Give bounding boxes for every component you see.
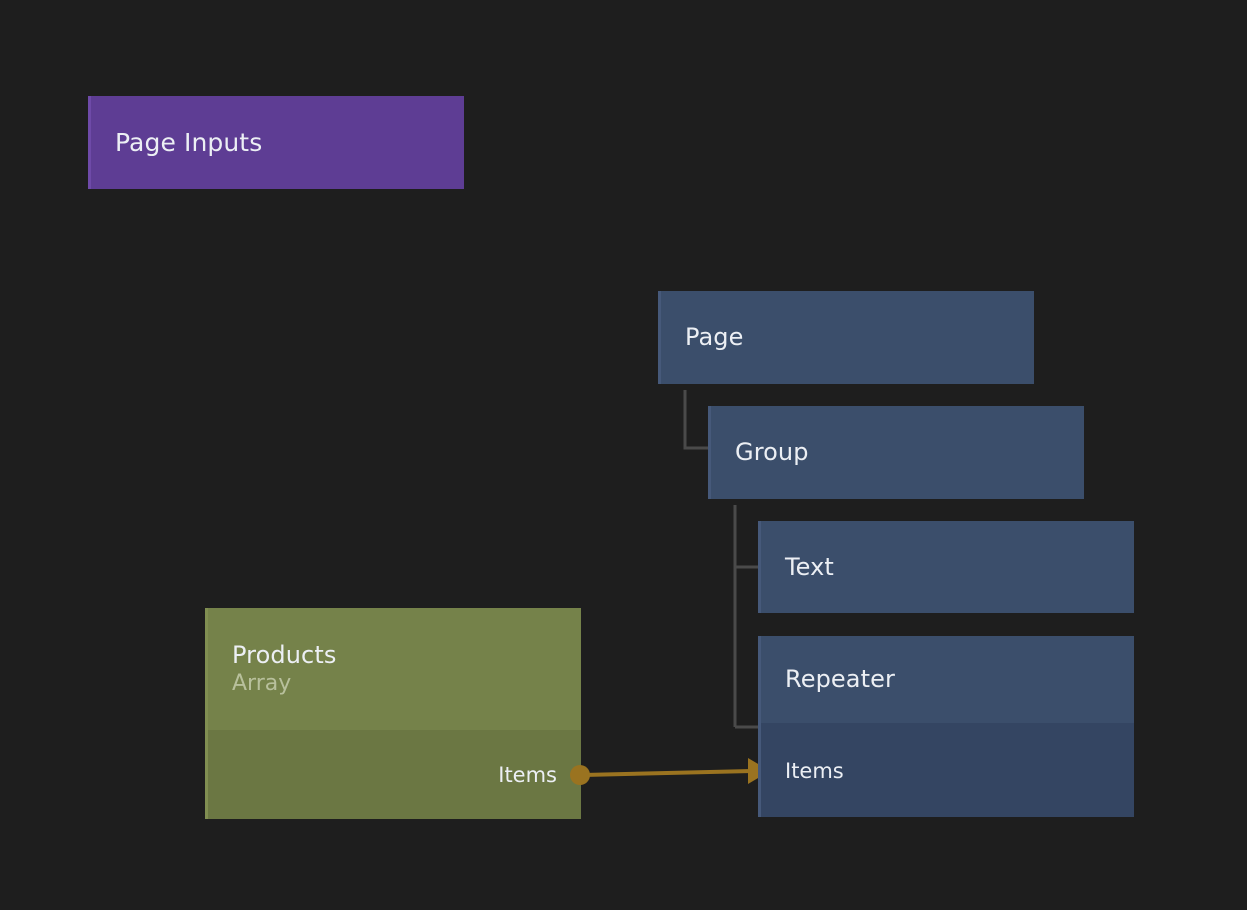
node-group-header: Group [711, 406, 1084, 499]
node-page-inputs-title: Page Inputs [115, 127, 263, 157]
node-products[interactable]: Products Array Items [205, 608, 581, 819]
node-page-title: Page [685, 323, 744, 352]
node-text[interactable]: Text [758, 521, 1134, 613]
node-repeater-body: Items [761, 723, 1134, 817]
node-products-header: Products Array [208, 608, 581, 730]
node-repeater-title: Repeater [785, 665, 895, 694]
node-products-title: Products [232, 640, 337, 669]
node-group[interactable]: Group [708, 406, 1084, 499]
port-dot-products-items[interactable] [570, 765, 590, 785]
connection-products-items-to-repeater-items[interactable] [582, 769, 753, 777]
node-products-port-items[interactable]: Items [498, 762, 557, 787]
node-group-title: Group [735, 438, 809, 467]
node-repeater[interactable]: Repeater Items [758, 636, 1134, 817]
node-text-title: Text [785, 552, 834, 581]
node-page-header: Page [661, 291, 1034, 384]
node-repeater-header: Repeater [761, 636, 1134, 723]
node-text-header: Text [761, 521, 1134, 613]
node-page-inputs[interactable]: Page Inputs [88, 96, 464, 189]
tree-line-page-to-group [683, 390, 708, 450]
node-page-inputs-header: Page Inputs [91, 96, 464, 189]
node-products-body: Items [208, 730, 581, 819]
node-products-subtitle: Array [232, 670, 292, 696]
node-repeater-port-items[interactable]: Items [785, 758, 844, 783]
node-page[interactable]: Page [658, 291, 1034, 384]
